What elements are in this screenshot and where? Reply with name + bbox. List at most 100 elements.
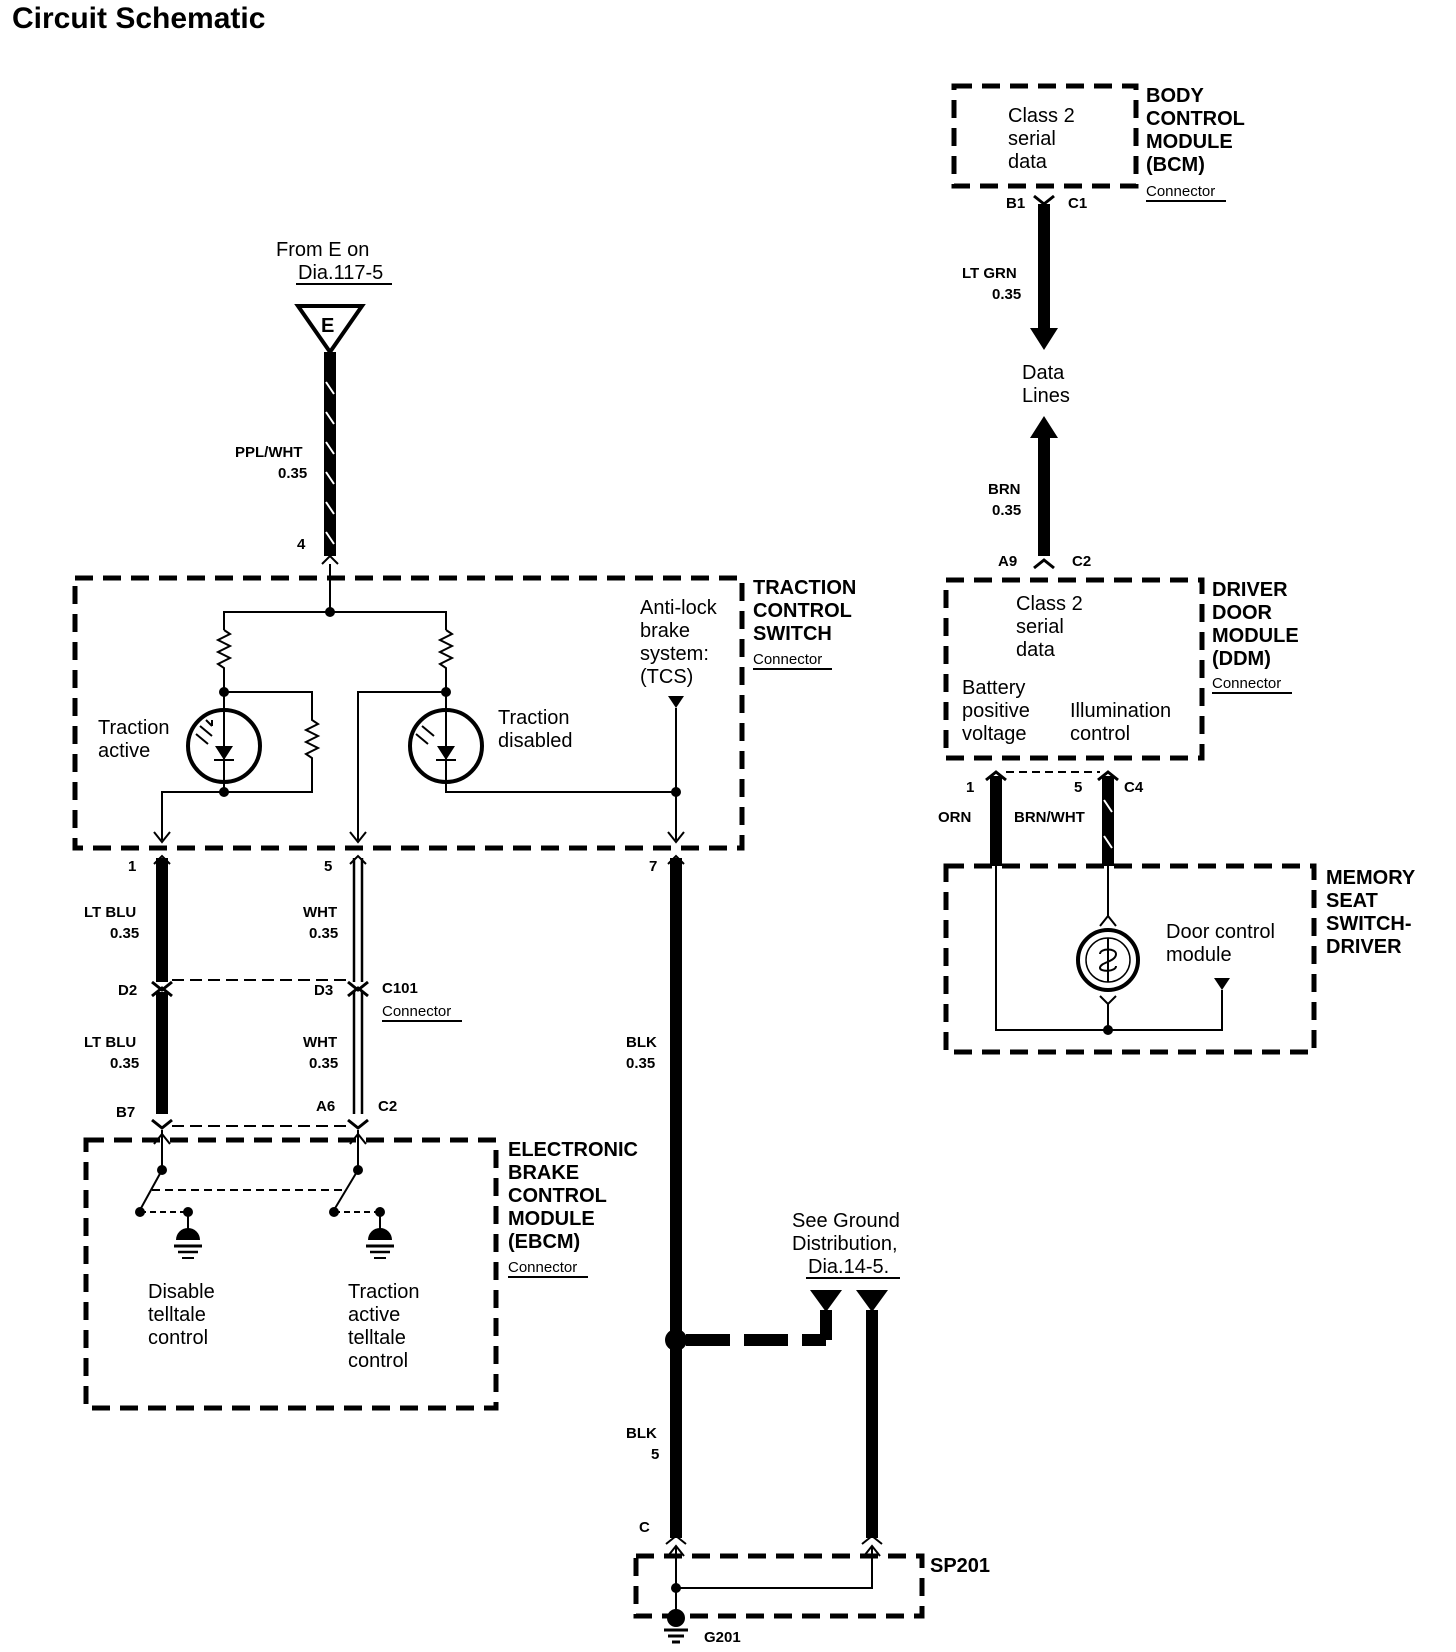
wire-brn: BRN 0.35 A9 C2 (988, 416, 1091, 570)
ebcm-module: ELECTRONIC BRAKE CONTROL MODULE (EBCM) C… (83, 1130, 638, 1411)
ground-distribution: See Ground Distribution, Dia.14-5. (792, 1210, 900, 1545)
from-e-line2: Dia.117-5 (298, 262, 383, 284)
pin-label: A9 (998, 553, 1017, 570)
illumination-lamp-icon (1076, 928, 1140, 992)
abs-label-4: (TCS) (640, 666, 693, 688)
pin-label: D3 (314, 982, 333, 999)
connector-name: C101 (382, 980, 418, 997)
ground-arrow-icon (856, 1290, 888, 1312)
splice-dot (665, 1329, 687, 1351)
wire-label: PPL/WHT (235, 444, 303, 461)
traction-disabled-label-2: disabled (498, 730, 573, 752)
ddm-illumination-2: control (1070, 723, 1130, 745)
sp201-box (633, 1553, 925, 1619)
wire-size: 0.35 (309, 925, 338, 942)
abs-arrow-icon (668, 696, 684, 708)
tcs-name-1: TRACTION (753, 577, 856, 599)
ebcm-connector: Connector (508, 1259, 577, 1276)
wire-size: 0.35 (278, 465, 307, 482)
wire-lt-grn: LT GRN 0.35 (962, 204, 1058, 350)
wire-label: BLK (626, 1034, 657, 1051)
ddm-module: Class 2 serial data Battery positive vol… (943, 577, 1299, 761)
tcs-box (72, 575, 745, 851)
wire-size: 0.35 (309, 1055, 338, 1072)
ddm-name-3: MODULE (1212, 625, 1299, 647)
ddm-inner-2: serial (1016, 616, 1064, 638)
wire-lt-blu: 1 LT BLU 0.35 D2 LT BLU 0.35 B7 (84, 854, 173, 1130)
disable-label-3: control (148, 1327, 208, 1349)
abs-label-1: Anti-lock (640, 597, 718, 619)
pin-label: 5 (1074, 779, 1082, 796)
bcm-inner-3: data (1008, 151, 1048, 173)
ddm-name-4: (DDM) (1212, 648, 1271, 670)
splice-sp201: SP201 G201 (633, 1544, 990, 1646)
traction-control-switch: TRACTION CONTROL SWITCH Connector Tracti… (72, 564, 856, 851)
ddm-battery-1: Battery (962, 677, 1025, 699)
wire-label: WHT (303, 904, 337, 921)
ebcm-name-5: (EBCM) (508, 1231, 580, 1253)
active-label-4: control (348, 1350, 408, 1372)
pin-label: C2 (378, 1098, 397, 1115)
bcm-module: Class 2 serial data BODY CONTROL MODULE … (951, 83, 1245, 212)
abs-label-3: system: (640, 643, 709, 665)
ddm-connector: Connector (1212, 675, 1281, 692)
source-e: From E on Dia.117-5 E (276, 239, 392, 356)
connector-c101: C101 Connector (172, 979, 462, 1127)
wire-blk: 7 BLK 0.35 BLK 5 C (626, 854, 832, 1545)
g201-label: G201 (704, 1629, 741, 1646)
ebcm-box (83, 1137, 499, 1411)
ground-symbol-icon (366, 1228, 394, 1259)
ebcm-name-4: MODULE (508, 1208, 595, 1230)
wire-size: 0.35 (992, 502, 1021, 519)
wire-size: 0.35 (626, 1055, 655, 1072)
pin-label: B7 (116, 1104, 135, 1121)
tcs-connector: Connector (753, 651, 822, 668)
tcs-name-2: CONTROL (753, 600, 852, 622)
traction-disabled-label-1: Traction (498, 707, 570, 729)
triangle-e-letter: E (321, 315, 334, 337)
ddm-box (943, 577, 1205, 761)
c101-connector: Connector (382, 1003, 451, 1020)
bcm-name-3: MODULE (1146, 131, 1233, 153)
tcs-name-3: SWITCH (753, 623, 832, 645)
door-control-label-1: Door control (1166, 921, 1275, 943)
ddm-battery-3: voltage (962, 723, 1027, 745)
pin-label: A6 (316, 1098, 335, 1115)
ground-label-3: Dia.14-5. (808, 1256, 889, 1278)
from-e-line1: From E on (276, 239, 369, 261)
pin-label: 4 (297, 536, 306, 553)
wire-label: LT BLU (84, 904, 136, 921)
memory-seat-name-2: SEAT (1326, 890, 1378, 912)
bcm-name-1: BODY (1146, 85, 1204, 107)
active-label-2: active (348, 1304, 400, 1326)
bcm-inner-1: Class 2 (1008, 105, 1075, 127)
ddm-battery-2: positive (962, 700, 1030, 722)
wire-size: 0.35 (110, 925, 139, 942)
door-control-label-2: module (1166, 944, 1232, 966)
wire-label: BLK (626, 1425, 657, 1442)
abs-label-2: brake (640, 620, 690, 642)
data-lines-label-2: Lines (1022, 385, 1070, 407)
pin-label: 7 (649, 858, 657, 875)
traction-active-label-1: Traction (98, 717, 170, 739)
ddm-illumination-1: Illumination (1070, 700, 1171, 722)
wire-ppl-wht: PPL/WHT 0.35 4 (235, 352, 339, 565)
wire-size: 0.35 (992, 286, 1021, 303)
traction-active-label-2: active (98, 740, 150, 762)
ebcm-name-2: BRAKE (508, 1162, 579, 1184)
pin-label: C (639, 1519, 650, 1536)
wire-orn: 1 ORN (938, 770, 1007, 866)
bcm-name-2: CONTROL (1146, 108, 1245, 130)
bcm-connector: Connector (1146, 183, 1215, 200)
ebcm-name-1: ELECTRONIC (508, 1139, 638, 1161)
triangle-e-icon (294, 304, 366, 356)
pin-label: C1 (1068, 195, 1087, 212)
bcm-name-4: (BCM) (1146, 154, 1205, 176)
pin-label: 1 (966, 779, 974, 796)
sp201-label: SP201 (930, 1555, 990, 1577)
wire-brn-wht: 5 C4 BRN/WHT (1006, 770, 1144, 866)
wire-wht: 5 WHT 0.35 D3 WHT 0.35 A6 C2 (303, 854, 397, 1130)
wire-label: LT GRN (962, 265, 1017, 282)
